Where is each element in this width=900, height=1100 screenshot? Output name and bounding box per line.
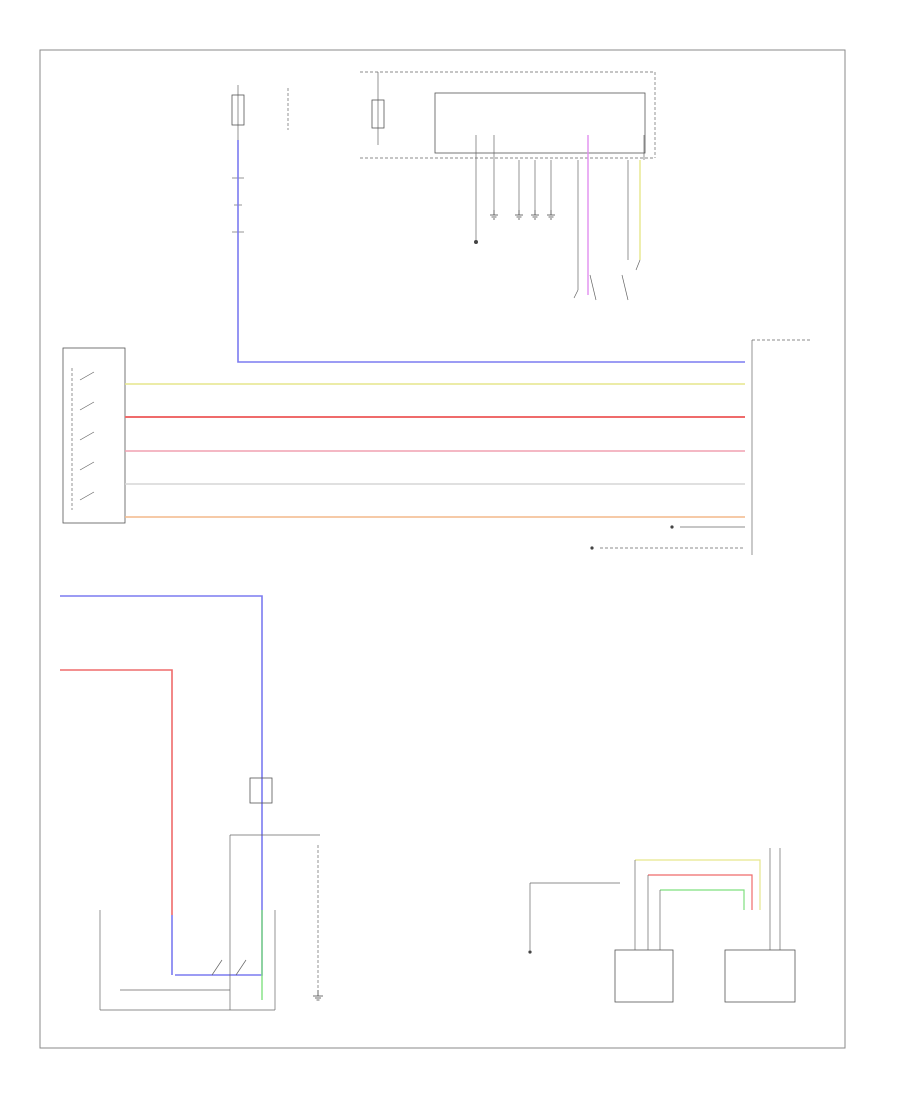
bottom-ground-group [313,845,323,1001]
pretensioner-group [249,777,273,804]
wire-blue-top [237,140,745,363]
right-connector-group [751,339,810,555]
wire-blue-bottom [60,595,263,976]
bottom-right-modules-group [528,848,796,1003]
diagram-frame [39,49,846,1049]
connector-pin-icon [590,525,745,550]
top-left-fuse-group [231,85,289,233]
wire-red-bottom [60,669,173,915]
switch-contact-icon [573,259,641,301]
left-switch-group [62,347,126,524]
ground-symbol-icon [474,210,555,244]
top-center-branch-wires [475,135,645,295]
seatbelt-assembly-group [99,834,320,1011]
top-center-module-group [360,71,656,159]
